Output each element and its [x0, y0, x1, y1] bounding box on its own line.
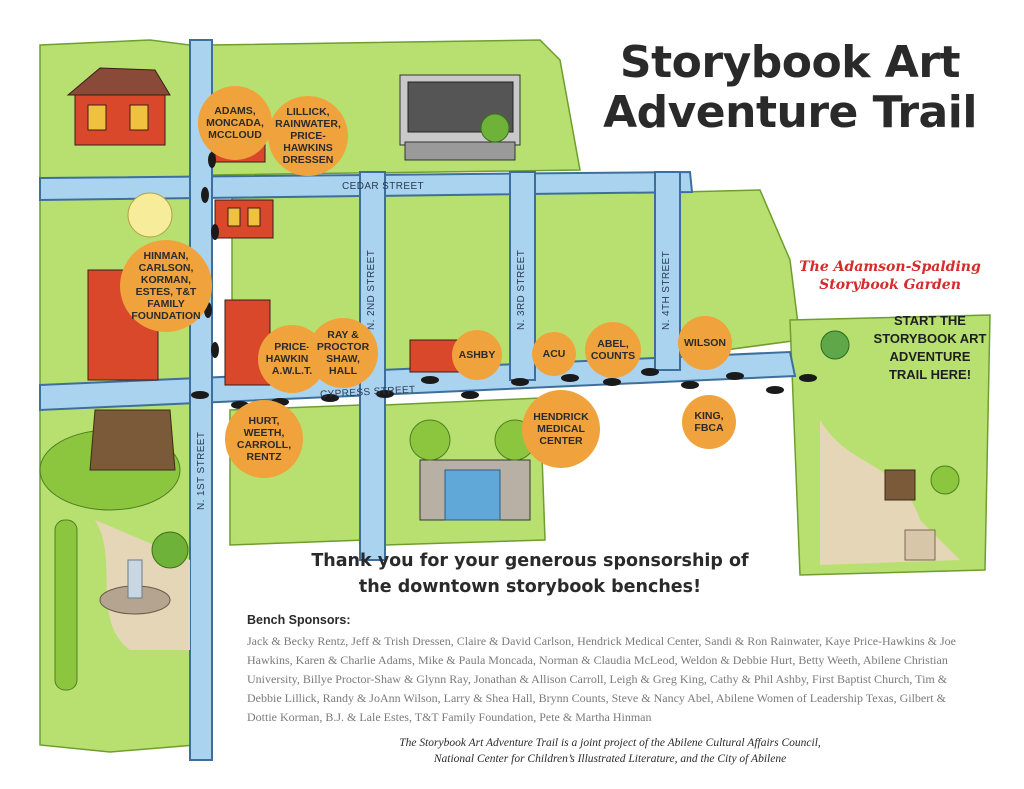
street-label-first: N. 1ST STREET — [196, 431, 207, 510]
third-street-road — [509, 171, 536, 381]
bench-marker-king[interactable]: KING, FBCA — [682, 395, 736, 449]
bench-marker-abel[interactable]: ABEL, COUNTS — [585, 322, 641, 378]
bench-marker-hurt[interactable]: HURT, WEETH, CARROLL, RENTZ — [225, 400, 303, 478]
garden-title-line-1: The Adamson-Spalding — [799, 259, 981, 275]
bench-marker-acu[interactable]: ACU — [532, 332, 576, 376]
bench-marker-adams[interactable]: ADAMS, MONCADA, MCCLOUD — [198, 86, 272, 160]
street-label-third: N. 3RD STREET — [516, 249, 527, 330]
garden-title-line-2: Storybook Garden — [819, 277, 961, 293]
bench-sponsors-list: Jack & Becky Rentz, Jeff & Trish Dressen… — [247, 634, 957, 724]
hedge-row — [54, 519, 78, 691]
bench-marker-wilson[interactable]: WILSON — [678, 316, 732, 370]
bench-marker-lillick[interactable]: LILLICK, RAINWATER, PRICE-HAWKINS DRESSE… — [268, 96, 348, 176]
building-cedar — [214, 199, 274, 239]
buildings — [66, 67, 536, 521]
tree-park — [151, 531, 189, 569]
thank-you-message: Thank you for your generous sponsorship … — [290, 548, 770, 600]
title-line-2: Adventure Trail — [603, 87, 977, 138]
fourth-street-road — [654, 171, 681, 371]
page-title: Storybook Art Adventure Trail — [590, 38, 990, 138]
grass-blocks — [39, 39, 991, 753]
garden-illustration — [820, 330, 960, 565]
first-street-road — [189, 39, 213, 761]
bench-sponsors-heading: Bench Sponsors: — [247, 613, 351, 627]
park-features — [39, 192, 190, 691]
footer-line-1: The Storybook Art Adventure Trail is a j… — [399, 737, 821, 749]
thanks-line-1: Thank you for your generous sponsorship … — [311, 551, 749, 571]
building-civic — [399, 74, 521, 161]
street-label-cedar: CEDAR STREET — [342, 181, 425, 192]
footer-credit: The Storybook Art Adventure Trail is a j… — [300, 735, 920, 767]
building-nw — [66, 67, 171, 146]
start-trail-label: START THE STORYBOOK ART ADVENTURE TRAIL … — [873, 313, 987, 382]
footer-line-2: National Center for Children’s Illustrat… — [433, 753, 787, 765]
building-hendrick — [409, 419, 536, 521]
street-label-second: N. 2ND STREET — [366, 249, 377, 330]
bench-marker-hendrick[interactable]: HENDRICK MEDICAL CENTER — [522, 390, 600, 468]
street-label-fourth: N. 4TH STREET — [661, 250, 672, 330]
statue — [89, 409, 176, 471]
bench-marker-hinman[interactable]: HINMAN, CARLSON, KORMAN, ESTES, T&T FAMI… — [120, 240, 212, 332]
fountain-column — [127, 559, 143, 599]
garden-title: The Adamson-Spalding Storybook Garden — [790, 258, 990, 294]
moon-face — [127, 192, 173, 238]
title-line-1: Storybook Art — [619, 37, 961, 88]
bench-marker-ashby[interactable]: ASHBY — [452, 330, 502, 380]
thanks-line-2: the downtown storybook benches! — [358, 577, 702, 597]
bench-marker-ray[interactable]: RAY & PROCTOR SHAW, HALL — [308, 318, 378, 388]
